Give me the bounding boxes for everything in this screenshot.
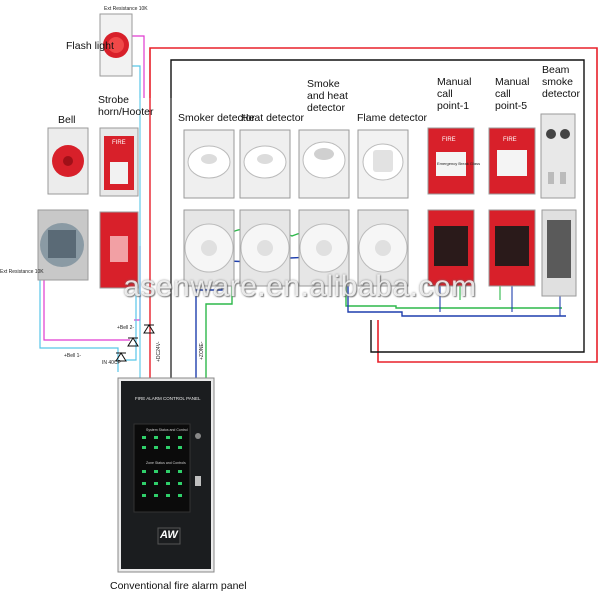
red-loop-wire [149,47,598,363]
fire-alarm-control-panel [117,377,215,573]
smoke-detector-label: Smoker detector [178,112,256,124]
in-40cp-wire-label: IN 40CP [102,360,121,366]
heat-detector-head [239,129,291,199]
magenta-bell-wire [43,272,130,341]
strobe-fire-text: FIRE [112,140,126,146]
mcp1-break-glass-text: Emergency Break Glass [437,161,481,166]
bell-1-wire-label: +Bell 1- [64,353,82,359]
bell-resistor-tag: Ext Resistance 10K [0,269,44,275]
smoke-heat-detector-head [298,129,350,199]
bell-device [47,127,89,195]
manual-call-point-1-device [427,127,475,195]
mcp1-fire-text: FIRE [442,137,456,143]
manual-call-point-5-base [488,209,536,287]
cyan-strobe-wire [126,278,137,361]
flash-resistor-tag: Ext Resistance 10K [104,6,148,12]
panel-logo: AW [160,529,178,541]
flame-detector-base [357,209,409,287]
heat-detector-base [239,209,291,287]
heat-detector-label: Heat detector [241,112,305,124]
flame-detector-head [357,129,409,199]
panel-caption: Conventional fire alarm panel [110,580,247,592]
flash-light-label: Flash light [66,40,114,52]
manual-call-point-5-label: Manual call point-5 [495,76,530,112]
watermark: asenware.en.alibaba.com [123,270,477,303]
panel-title: FIRE ALARM CONTROL PANEL [135,396,201,401]
flash-light-device [99,13,133,77]
manual-call-point-5-device [488,127,536,195]
smoke-heat-detector-base [298,209,350,287]
smoke-detector-base [183,209,235,287]
smoke-heat-detector-label: Smoke and heat detector [307,78,348,114]
diode-symbol [115,324,155,362]
magenta-flash-wire [130,35,145,98]
zone-wire-label: +ZONE- [199,341,205,360]
dc24v-wire-label: +DC24V- [156,341,162,362]
panel-status-heading: System Status and Control [146,428,188,432]
black-loop-wire [170,59,585,353]
strobe-horn-device [99,127,139,197]
bell-label: Bell [58,114,76,126]
cyan-bell-wire [39,278,119,372]
panel-indicator-leds [142,436,182,497]
mcp5-fire-text: FIRE [503,137,517,143]
cyan-flash-wire [130,65,141,98]
panel-zone-heading: Zone Status and Controls [146,461,186,465]
strobe-base-device [99,211,139,289]
manual-call-point-1-label: Manual call point-1 [437,76,472,112]
bell-2-wire-label: +Bell 2- [117,325,135,331]
beam-detector-label: Beam smoke detector [542,64,580,100]
bell-base-device [37,209,89,281]
beam-detector-base [541,209,577,297]
beam-detector-device [540,113,576,199]
flame-detector-label: Flame detector [357,112,428,124]
manual-call-point-1-base [427,209,475,287]
strobe-label: Strobe horn/Hooter [98,94,154,118]
smoke-detector-head [183,129,235,199]
